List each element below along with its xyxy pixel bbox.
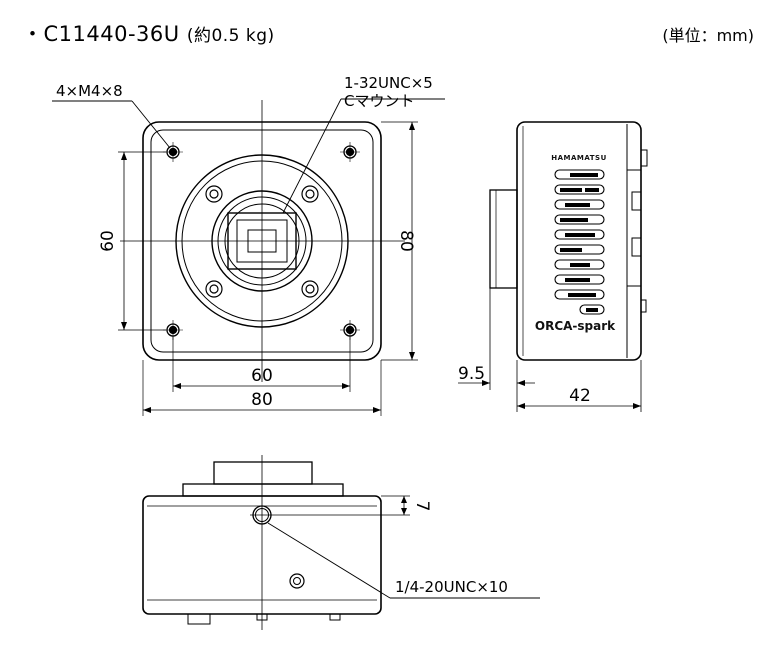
rear-panel xyxy=(626,169,642,287)
mount-screws xyxy=(205,185,319,298)
side-flange xyxy=(489,189,518,289)
front-view xyxy=(52,98,445,416)
mount-callout-thread: 1-32UNC×5 xyxy=(344,74,433,92)
dim-body-depth: 42 xyxy=(569,386,591,406)
bottom-view xyxy=(142,455,540,630)
drawing-title: ・C11440-36U (約0.5 kg) xyxy=(22,18,275,48)
vent-fills xyxy=(560,173,599,312)
side-view xyxy=(489,121,648,361)
bottom-screw xyxy=(289,573,305,589)
weight-note: (約0.5 kg) xyxy=(186,26,275,46)
dim-width: 80 xyxy=(251,390,273,410)
orca-spark-logo: ORCA-spark xyxy=(535,319,616,333)
dim-height: 80 xyxy=(396,230,416,252)
side-vents xyxy=(554,169,605,315)
side-dimension-arrows xyxy=(482,380,641,409)
unit-note: (単位：mm) xyxy=(662,26,754,45)
hole-callout-label: 4×M4×8 xyxy=(56,82,123,100)
model-number: ・C11440-36U xyxy=(22,22,180,46)
dim-flange-depth: 9.5 xyxy=(458,364,485,384)
front-dimension-arrows xyxy=(121,122,415,413)
hamamatsu-logo: HAMAMATSU xyxy=(551,154,607,162)
dim-hole-pitch-vertical: 60 xyxy=(98,230,118,252)
side-dimension-lines xyxy=(458,288,642,412)
dim-hole-pitch-horizontal: 60 xyxy=(251,366,273,386)
mount-callout-type: Cマウント xyxy=(344,92,414,110)
bottom-mount-top xyxy=(213,461,313,485)
tripod-callout-label: 1/4-20UNC×10 xyxy=(395,578,508,596)
dim-tripod-offset: 7 xyxy=(412,501,432,512)
bottom-mount-ring xyxy=(182,483,344,497)
bottom-dimension-arrows xyxy=(401,496,407,515)
